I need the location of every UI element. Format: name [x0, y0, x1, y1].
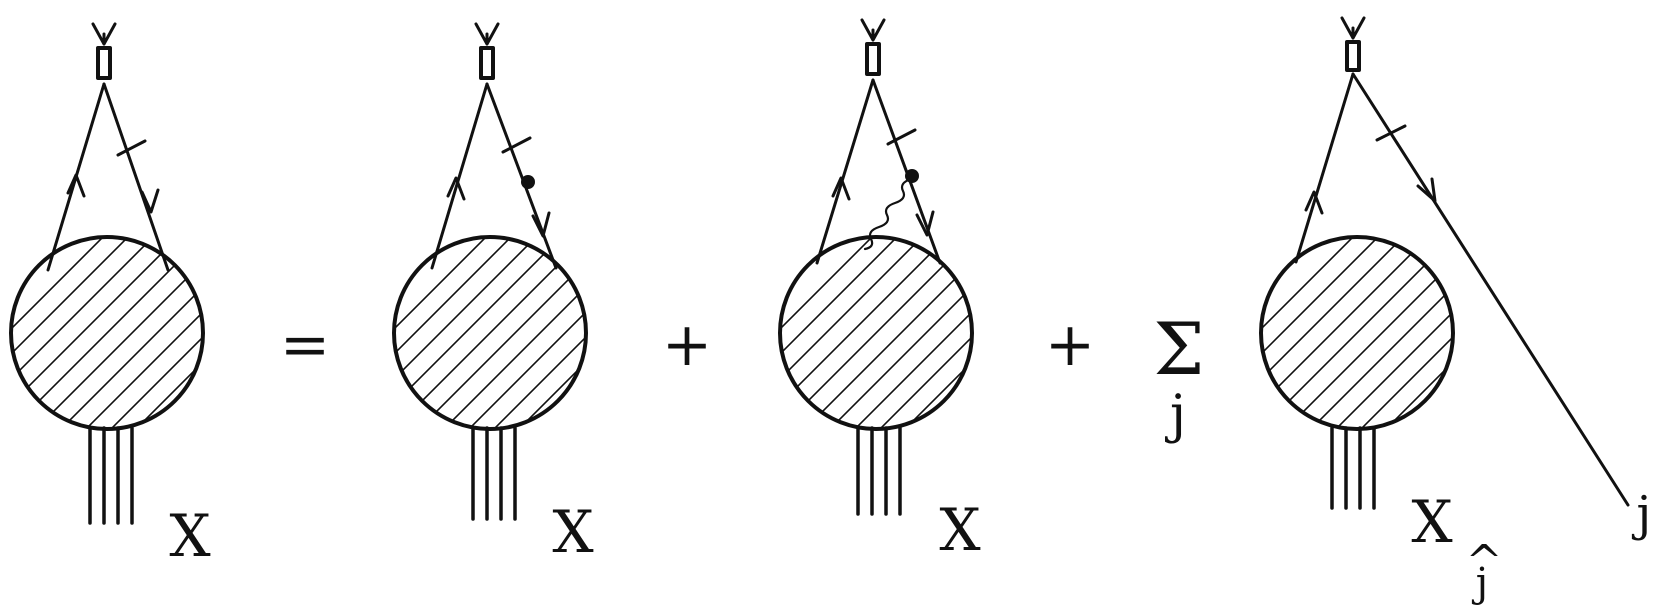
vertex-box — [479, 46, 495, 80]
diagram-term-3: X ^ j j — [1259, 16, 1652, 605]
plus-sign: + — [662, 310, 712, 380]
diagram-lhs: X — [9, 22, 211, 570]
cut-mark — [886, 128, 917, 146]
external-legs — [1330, 426, 1376, 510]
left-arrow — [1304, 190, 1324, 215]
left-arrow — [66, 173, 86, 198]
vertex-box — [865, 42, 881, 76]
blob-subscript-j: j — [1472, 560, 1488, 605]
left-arrow — [831, 176, 851, 201]
right-propagator — [102, 82, 170, 272]
left-arrow — [446, 176, 466, 201]
sum-over-j: Σ j — [1154, 307, 1205, 445]
vertex-glyph — [860, 18, 886, 42]
right-propagator — [485, 82, 558, 270]
cut-mark — [1375, 124, 1407, 142]
blob — [778, 235, 974, 431]
blob-subscript-hat: ^ — [1466, 536, 1503, 587]
left-propagator — [430, 82, 489, 270]
left-propagator — [1294, 72, 1355, 264]
blob-label-x: X — [1411, 488, 1453, 556]
right-arrow — [1416, 177, 1437, 203]
diagram-term-1: X — [392, 22, 594, 566]
right-arrow — [915, 210, 935, 237]
external-legs — [88, 426, 134, 525]
blob — [1259, 235, 1455, 431]
cut-mark — [116, 139, 147, 157]
vertex-glyph — [474, 22, 500, 46]
cut-mark — [501, 136, 532, 154]
external-legs — [471, 426, 517, 521]
blob-label-x: X — [552, 498, 594, 566]
right-arrow — [140, 188, 160, 214]
plus-sign: + — [1045, 310, 1095, 380]
sum-index: j — [1165, 385, 1186, 445]
vertex-box — [96, 46, 112, 80]
diagram-term-2: X — [778, 18, 981, 564]
vertex-box — [1345, 40, 1361, 72]
external-propagator-j — [1351, 72, 1630, 507]
vertex-glyph — [91, 22, 117, 46]
blob — [9, 235, 205, 431]
sum-symbol: Σ — [1154, 307, 1205, 391]
external-legs — [856, 426, 902, 516]
blob-label-x: X — [939, 496, 981, 564]
equals-sign: = — [280, 310, 330, 380]
blob — [392, 235, 588, 431]
blob-label-x: X — [169, 502, 211, 570]
external-leg-label: j — [1632, 486, 1652, 542]
left-propagator — [815, 78, 875, 265]
insertion-dot — [521, 175, 535, 189]
right-arrow — [531, 211, 551, 238]
vertex-glyph — [1340, 16, 1366, 40]
